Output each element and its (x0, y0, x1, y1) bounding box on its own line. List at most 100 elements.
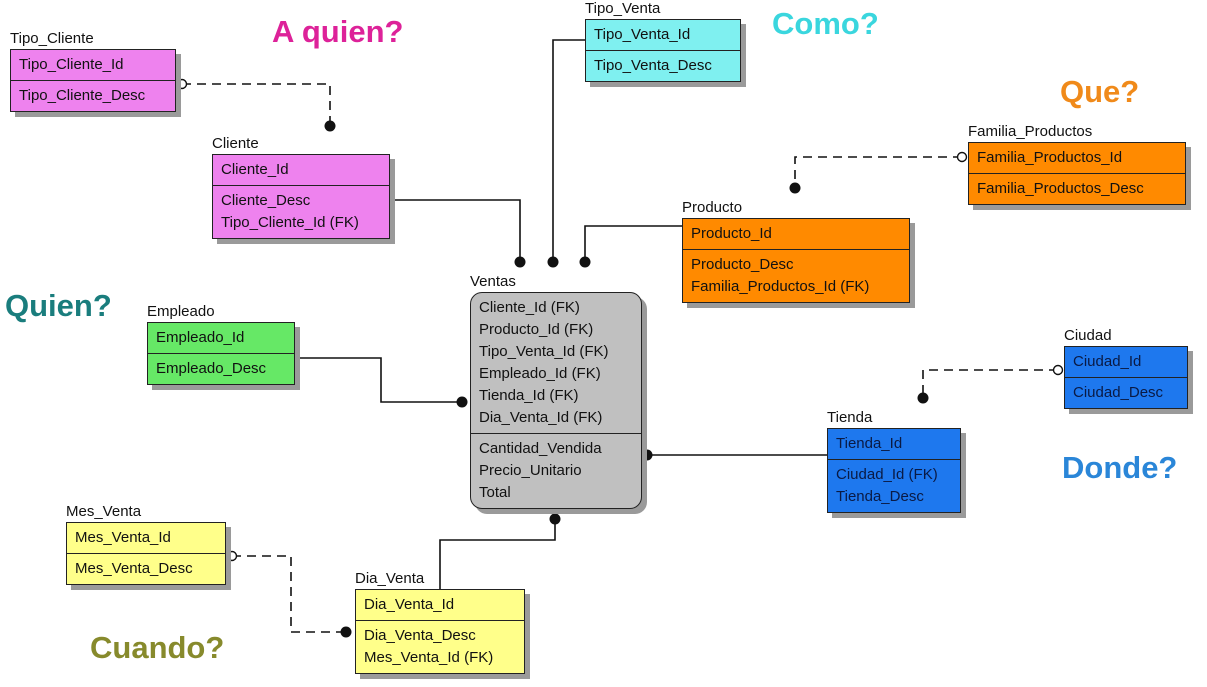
entity-box: Dia_Venta_Id Dia_Venta_Desc Mes_Venta_Id… (355, 589, 525, 674)
pk-section: Ciudad_Id (1065, 347, 1187, 377)
entity-box: Producto_Id Producto_Desc Familia_Produc… (682, 218, 910, 303)
link-origin-circle (956, 151, 968, 163)
link-end-dot (340, 626, 352, 638)
entity-box: Cliente_Id Cliente_Desc Tipo_Cliente_Id … (212, 154, 390, 239)
entity-box: Tipo_Venta_Id Tipo_Venta_Desc (585, 19, 741, 82)
attribute-section: Tipo_Venta_Desc (586, 50, 740, 81)
entity-empleado[interactable]: Empleado Empleado_Id Empleado_Desc (147, 303, 295, 385)
pk-section: Familia_Productos_Id (969, 143, 1185, 173)
attribute-section: Dia_Venta_Desc Mes_Venta_Id (FK) (356, 620, 524, 673)
entity-tienda[interactable]: Tienda Tienda_Id Ciudad_Id (FK) Tienda_D… (827, 409, 961, 513)
link-ciudad-tienda (922, 369, 1058, 398)
attribute: Ciudad_Desc (1073, 384, 1164, 401)
link-cliente-ventas (390, 199, 521, 262)
link-end-dot (514, 256, 526, 268)
attribute: Ciudad_Id (1073, 353, 1142, 370)
entity-title: Tipo_Cliente (10, 30, 94, 47)
attribute: Familia_Productos_Desc (977, 180, 1144, 197)
pk-section: Tienda_Id (828, 429, 960, 459)
entity-title: Tienda (827, 409, 873, 426)
attribute: Mes_Venta_Id (75, 529, 171, 546)
entity-box: Empleado_Id Empleado_Desc (147, 322, 295, 385)
attribute: Empleado_Id (156, 329, 245, 346)
entity-title: Producto (682, 199, 743, 216)
entity-familia-productos[interactable]: Familia_Productos Familia_Productos_Id F… (968, 123, 1186, 205)
attribute: Dia_Venta_Id (FK) (479, 409, 603, 426)
entity-title: Ventas (470, 273, 516, 290)
attribute: Cantidad_Vendida (479, 440, 602, 457)
entity-title: Cliente (212, 135, 259, 152)
entity-cliente[interactable]: Cliente Cliente_Id Cliente_Desc Tipo_Cli… (212, 135, 390, 239)
attribute: Producto_Id (691, 225, 772, 242)
link-producto-ventas (584, 225, 682, 262)
attribute: Tipo_Cliente_Id (FK) (221, 214, 359, 231)
entity-box: Familia_Productos_Id Familia_Productos_D… (968, 142, 1186, 205)
entity-box: Tipo_Cliente_Id Tipo_Cliente_Desc (10, 49, 176, 112)
attribute: Dia_Venta_Id (364, 596, 455, 613)
entity-box: Cliente_Id (FK) Producto_Id (FK) Tipo_Ve… (470, 292, 642, 509)
entity-ventas[interactable]: Ventas Cliente_Id (FK) Producto_Id (FK) … (470, 273, 642, 509)
link-mes-venta-dia-venta (232, 555, 346, 633)
attribute-section: Producto_Desc Familia_Productos_Id (FK) (683, 249, 909, 302)
entity-title: Tipo_Venta (585, 0, 661, 17)
entity-producto[interactable]: Producto Producto_Id Producto_Desc Famil… (682, 199, 910, 303)
attribute: Tipo_Venta_Id (FK) (479, 343, 609, 360)
attribute: Familia_Productos_Id (FK) (691, 278, 870, 295)
attribute: Tipo_Venta_Desc (594, 57, 712, 74)
link-tipo-cliente-cliente (182, 83, 331, 126)
link-end-dot (789, 182, 801, 194)
entity-title: Familia_Productos (968, 123, 1093, 140)
attribute: Precio_Unitario (479, 462, 582, 479)
entity-box: Tienda_Id Ciudad_Id (FK) Tienda_Desc (827, 428, 961, 513)
question-donde: Donde? (1062, 450, 1178, 485)
attribute-section: Empleado_Desc (148, 353, 294, 384)
entity-title: Empleado (147, 303, 215, 320)
attribute-section: Ciudad_Id (FK) Tienda_Desc (828, 459, 960, 512)
attribute-section: Ciudad_Desc (1065, 377, 1187, 408)
entity-mes-venta[interactable]: Mes_Venta Mes_Venta_Id Mes_Venta_Desc (66, 503, 226, 585)
question-que: Que? (1060, 74, 1140, 109)
link-dia-venta-ventas (439, 519, 556, 590)
link-end-dot (917, 392, 929, 404)
link-origin-circle (1052, 364, 1064, 376)
attribute: Mes_Venta_Desc (75, 560, 193, 577)
attribute: Total (479, 484, 511, 501)
entity-tipo-venta[interactable]: Tipo_Venta Tipo_Venta_Id Tipo_Venta_Desc (585, 0, 741, 82)
attribute: Cliente_Id (FK) (479, 299, 580, 316)
entity-dia-venta[interactable]: Dia_Venta Dia_Venta_Id Dia_Venta_Desc Me… (355, 570, 525, 674)
link-familia-producto (794, 156, 962, 188)
attribute-section: Familia_Productos_Desc (969, 173, 1185, 204)
link-end-dot (579, 256, 591, 268)
attribute: Producto_Id (FK) (479, 321, 594, 338)
attribute: Tipo_Cliente_Desc (19, 87, 146, 104)
link-origin-circle (226, 550, 238, 562)
attribute: Empleado_Desc (156, 360, 267, 377)
attribute-section: Mes_Venta_Desc (67, 553, 225, 584)
link-end-dot (456, 396, 468, 408)
entity-tipo-cliente[interactable]: Tipo_Cliente Tipo_Cliente_Id Tipo_Client… (10, 30, 176, 112)
entity-ciudad[interactable]: Ciudad Ciudad_Id Ciudad_Desc (1064, 327, 1188, 409)
entity-title: Dia_Venta (355, 570, 425, 587)
link-end-dot (641, 449, 653, 461)
question-a-quien: A quien? (272, 14, 404, 49)
entity-title: Ciudad (1064, 327, 1112, 344)
question-cuando: Cuando? (90, 630, 225, 665)
pk-section: Empleado_Id (148, 323, 294, 353)
link-end-dot (549, 513, 561, 525)
attribute: Tienda_Desc (836, 488, 924, 505)
attribute: Tienda_Id (FK) (479, 387, 579, 404)
attribute: Tipo_Venta_Id (594, 26, 691, 43)
link-end-dot (324, 120, 336, 132)
pk-section: Tipo_Cliente_Id (11, 50, 175, 80)
attribute: Mes_Venta_Id (FK) (364, 649, 494, 666)
pk-section: Mes_Venta_Id (67, 523, 225, 553)
attribute: Cliente_Id (221, 161, 289, 178)
attribute: Tipo_Cliente_Id (19, 56, 124, 73)
entity-box: Mes_Venta_Id Mes_Venta_Desc (66, 522, 226, 585)
link-end-dot (547, 256, 559, 268)
entity-box: Ciudad_Id Ciudad_Desc (1064, 346, 1188, 409)
question-quien: Quien? (5, 288, 112, 323)
pk-section: Dia_Venta_Id (356, 590, 524, 620)
pk-section: Cliente_Id (FK) Producto_Id (FK) Tipo_Ve… (471, 293, 641, 433)
